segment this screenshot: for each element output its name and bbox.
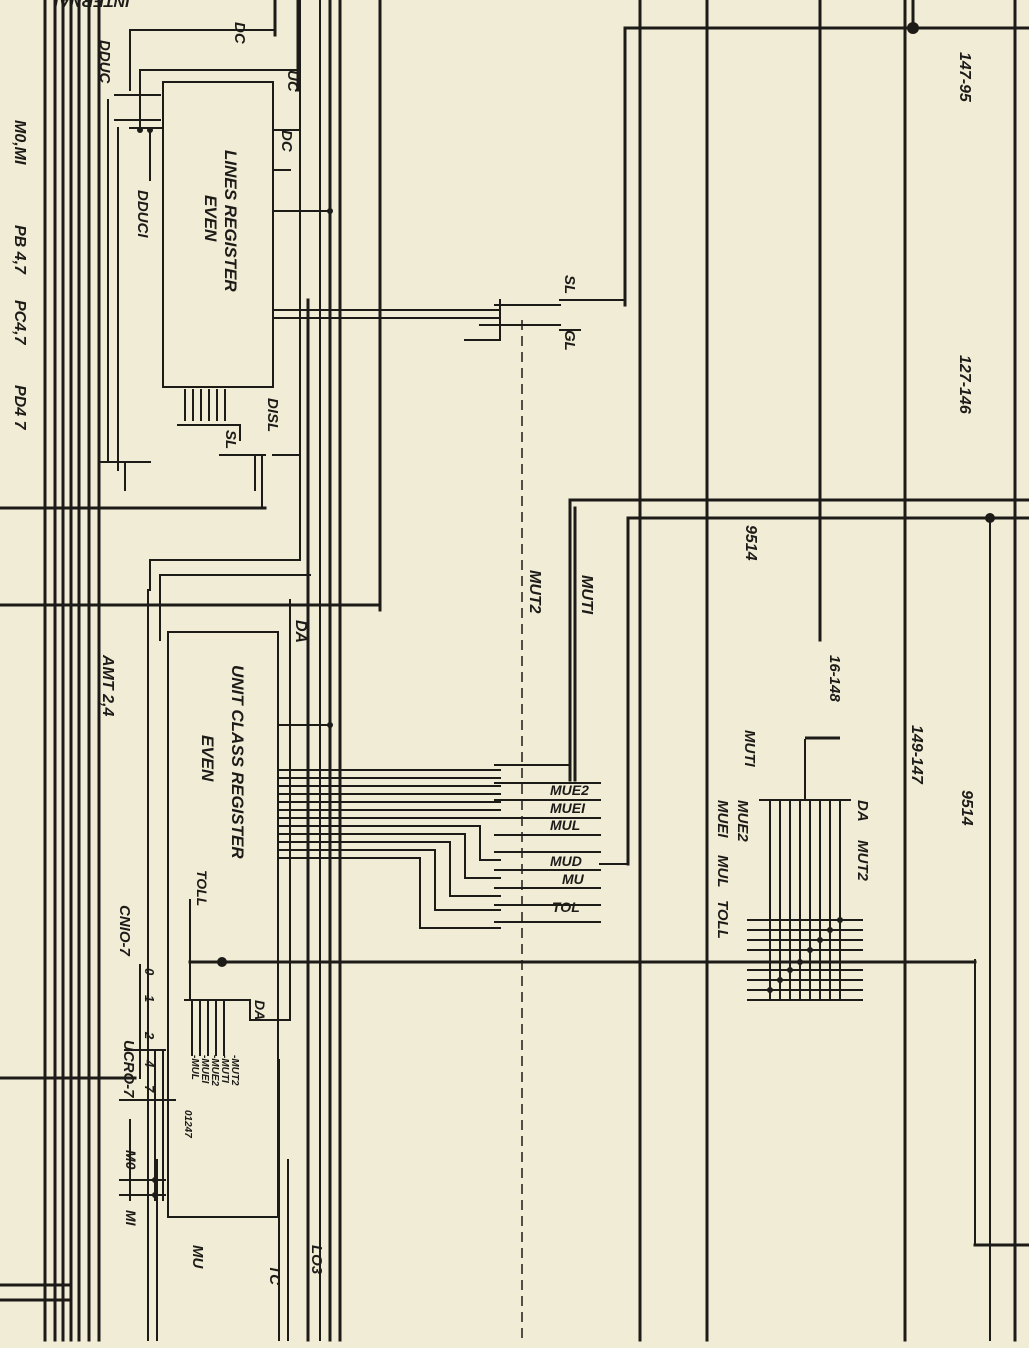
label-uc: UC [284, 70, 301, 93]
label-da-1: DA [292, 620, 309, 643]
label-pd: PD4 7 [11, 385, 28, 431]
lines-register-subtitle: EVEN [201, 195, 220, 242]
label-s-mut2: -MUT2 [229, 1055, 240, 1086]
label-127-146: 127-146 [956, 355, 973, 414]
label-mut1-a: MUTI [578, 575, 595, 615]
label-147-95: 147-95 [956, 52, 973, 103]
lines-register-title: LINES REGISTER [221, 150, 240, 292]
label-cnio: CNIO-7 [116, 905, 133, 956]
label-mue2-b: MUE2 [734, 800, 751, 842]
label-mul-toll-b: MUL [714, 855, 731, 888]
label-d7: 7 [142, 1085, 157, 1093]
label-sl-1: SL [222, 430, 239, 449]
unit-class-register-box [167, 631, 279, 1218]
label-16-148: 16-148 [826, 655, 843, 702]
label-d2: 2 [142, 1031, 157, 1040]
label-m0-m1: M0,MI [11, 120, 28, 165]
label-dduci: DDUCI [134, 190, 151, 238]
label-mi: MI [123, 1210, 139, 1227]
label-9514-a: 9514 [742, 525, 759, 561]
label-ucro: UCRO-7 [120, 1040, 137, 1098]
label-toll-a: TOLL [194, 870, 210, 906]
label-mut1-b: MUTI [741, 730, 758, 767]
label-disl: DISL [264, 398, 281, 432]
label-s-mue1: -MUEI [199, 1055, 210, 1084]
label-d4: 4 [142, 1059, 157, 1068]
thin-verticals [147, 0, 991, 1341]
horizontal-runs [0, 26, 1029, 1302]
label-dc-2: DC [278, 130, 295, 153]
label-d1: 1 [142, 995, 157, 1002]
label-amt: AMT 2,4 [99, 654, 116, 716]
label-s-mue2: -MUE2 [209, 1055, 220, 1087]
label-mut2-b: MUT2 [854, 840, 871, 881]
label-149-147: 149-147 [908, 725, 925, 785]
label-s-mul: -MUL [189, 1055, 200, 1080]
label-m0: M0 [123, 1150, 139, 1170]
label-mud: MUD [550, 853, 582, 869]
label-dc-1: DC [231, 22, 248, 45]
label-lo3: LO3 [308, 1245, 325, 1275]
label-tol: TOL [552, 899, 580, 915]
left-trunk-bus [43, 0, 101, 1342]
label-mut2-a: MUT2 [526, 570, 543, 614]
label-mu-b: MU [189, 1245, 206, 1269]
label-da-3: DA [252, 1000, 268, 1020]
label-top-cut: INTERNAL [49, 0, 130, 9]
vertical-conductors [273, 0, 1017, 1342]
label-tc: TC [266, 1265, 283, 1286]
label-mue1-a: MUEI [550, 800, 586, 816]
label-mul-a: MUL [550, 817, 580, 833]
label-toll-b: TOLL [714, 900, 731, 939]
label-mue2-a: MUE2 [550, 782, 589, 798]
label-gl: GL [561, 330, 578, 351]
labels: INTERNAL DC UC DC DDUC DDUCI M0,MI PB 4,… [11, 0, 975, 1286]
lines-register-box [162, 81, 274, 388]
label-dduc: DDUC [96, 40, 113, 84]
label-s-mut1: -MUTI [219, 1055, 230, 1083]
label-01247: 01247 [182, 1110, 193, 1138]
label-d0: 0 [142, 968, 157, 976]
label-mu-a: MU [562, 871, 585, 887]
junction-dots [137, 22, 995, 1198]
label-pb: PB 4,7 [11, 225, 28, 275]
label-pc: PC4,7 [11, 300, 28, 346]
lines-register-wiring [99, 0, 626, 641]
unit-class-register-subtitle: EVEN [198, 735, 217, 782]
unit-class-register-title: UNIT CLASS REGISTER [228, 665, 247, 859]
label-mue1-b: MUEI [714, 800, 731, 838]
label-sl-2: SL [561, 275, 578, 294]
label-da-2: DA [854, 800, 871, 822]
unit-class-wiring [119, 599, 629, 1201]
label-9514-b: 9514 [958, 790, 975, 826]
